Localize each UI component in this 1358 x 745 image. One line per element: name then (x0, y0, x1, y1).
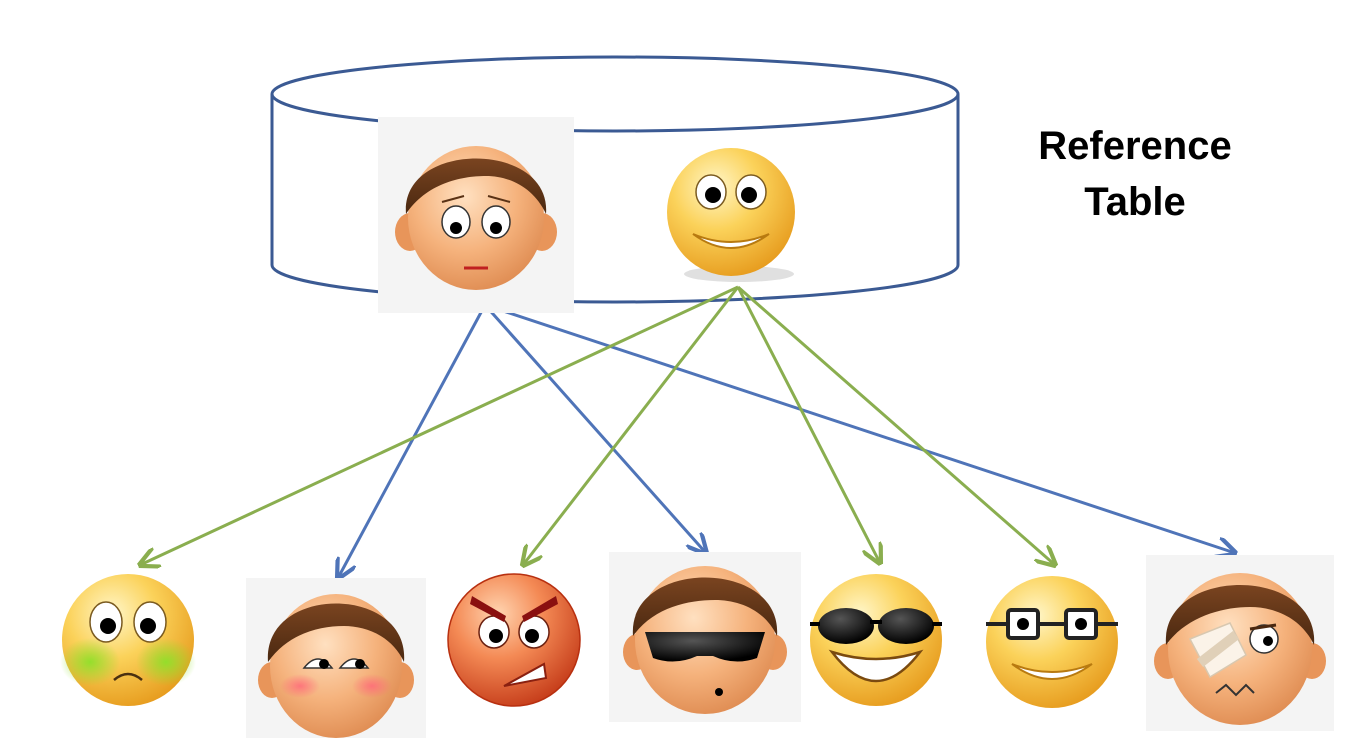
green-arrow-to-cool-smiley (736, 286, 880, 563)
boy-bandaged-face-icon (1146, 555, 1334, 731)
glasses-smiley-face-icon (986, 576, 1118, 708)
reference-table-label-line1: Reference (1038, 124, 1232, 168)
green-arrow-to-angry-smiley (523, 286, 740, 565)
angry-smiley-face-icon (447, 573, 581, 707)
cylinder-body (270, 94, 960, 304)
boy-sunglasses-face-icon (609, 552, 801, 722)
green-arrow-to-glasses-smiley (737, 285, 1055, 565)
sunglasses-smiley-face-icon (810, 574, 942, 706)
reference-table-label-line2: Table (1084, 180, 1186, 224)
boy-blushing-face-icon (246, 578, 426, 738)
cylinder-top (270, 55, 960, 133)
boy-worried-face-icon (378, 117, 574, 313)
connector-arrows (140, 285, 1235, 578)
yellow-smiley-face-icon (667, 148, 795, 282)
reference-table-cylinder (270, 55, 960, 304)
blue-arrow-to-boy-sunglasses (483, 304, 706, 553)
green-arrow-to-sick-smiley (140, 285, 739, 565)
sick-smiley-face-icon (60, 574, 196, 706)
reference-table-label: Reference Table (1010, 118, 1260, 230)
blue-arrow-to-boy-blushing (338, 304, 487, 578)
